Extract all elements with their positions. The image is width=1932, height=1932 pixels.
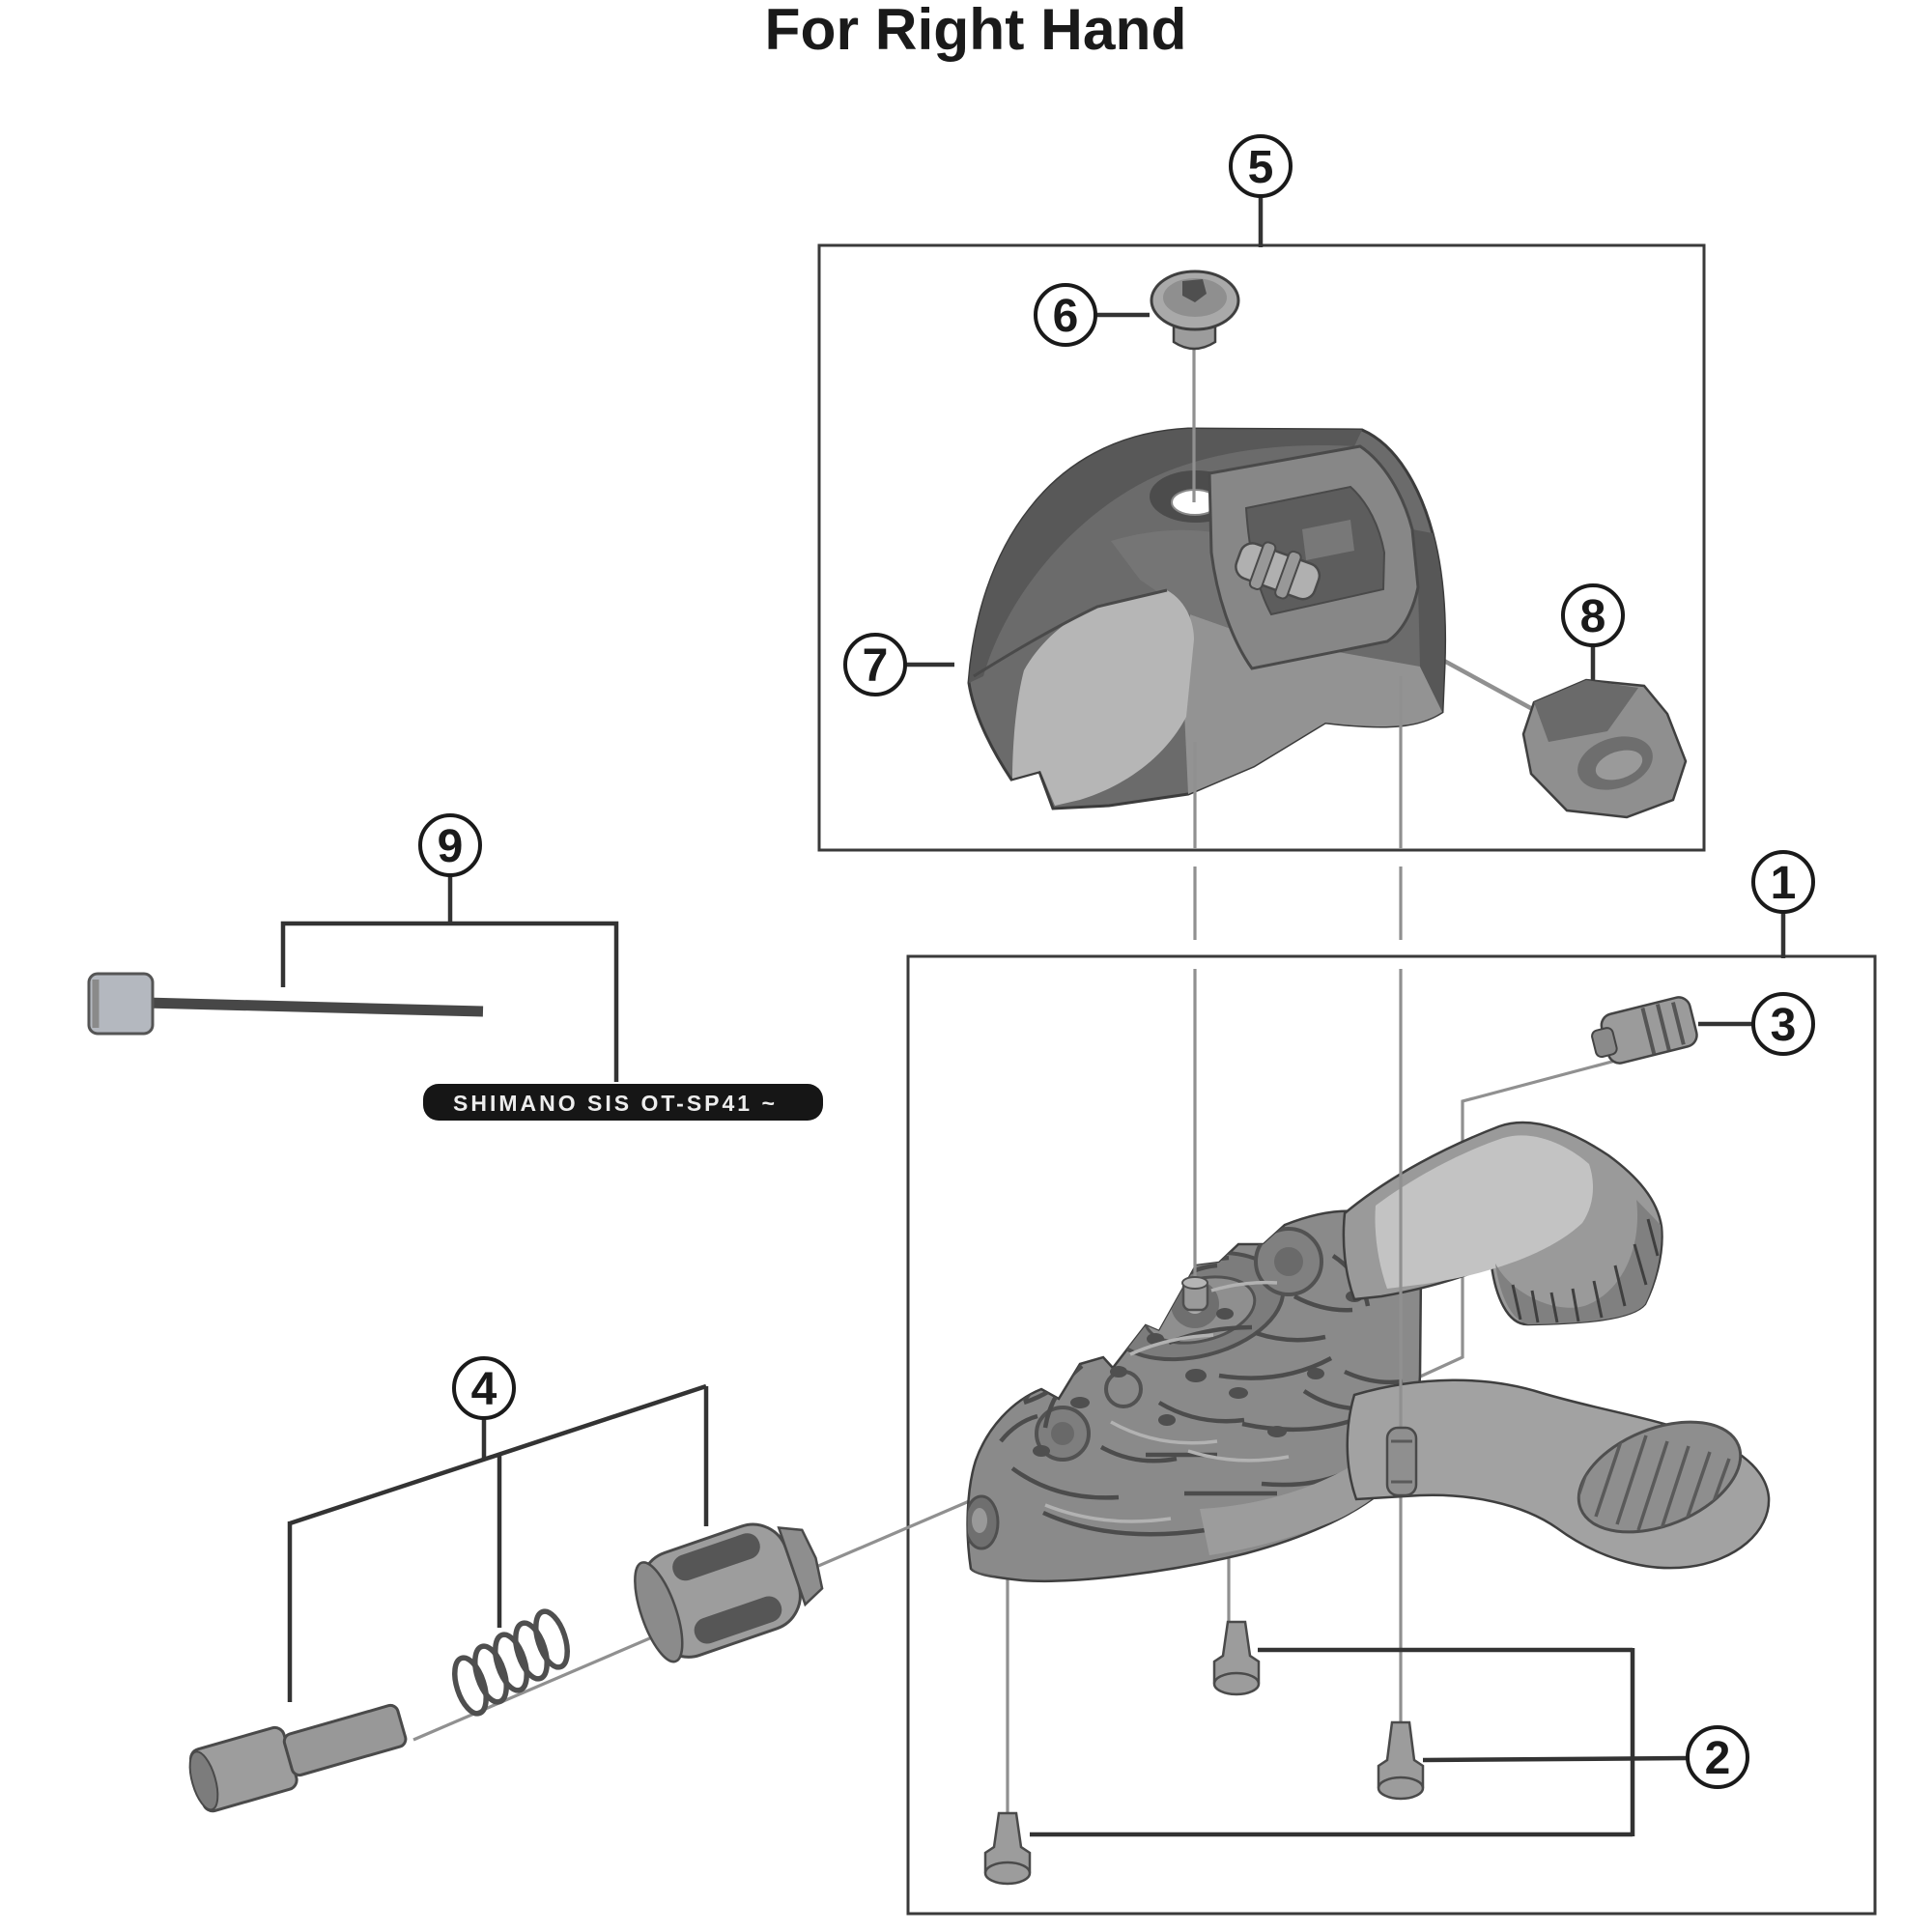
svg-text:7: 7: [863, 640, 889, 692]
svg-text:8: 8: [1580, 591, 1606, 642]
svg-text:For Right Hand: For Right Hand: [765, 0, 1187, 62]
svg-text:4: 4: [471, 1364, 497, 1415]
svg-text:9: 9: [438, 821, 464, 872]
svg-text:1: 1: [1771, 858, 1797, 909]
svg-text:3: 3: [1771, 1000, 1797, 1051]
svg-text:5: 5: [1248, 142, 1274, 193]
svg-text:SHIMANO SIS OT-SP41 ~: SHIMANO SIS OT-SP41 ~: [453, 1091, 778, 1116]
svg-text:6: 6: [1053, 291, 1079, 342]
svg-text:2: 2: [1705, 1733, 1731, 1784]
